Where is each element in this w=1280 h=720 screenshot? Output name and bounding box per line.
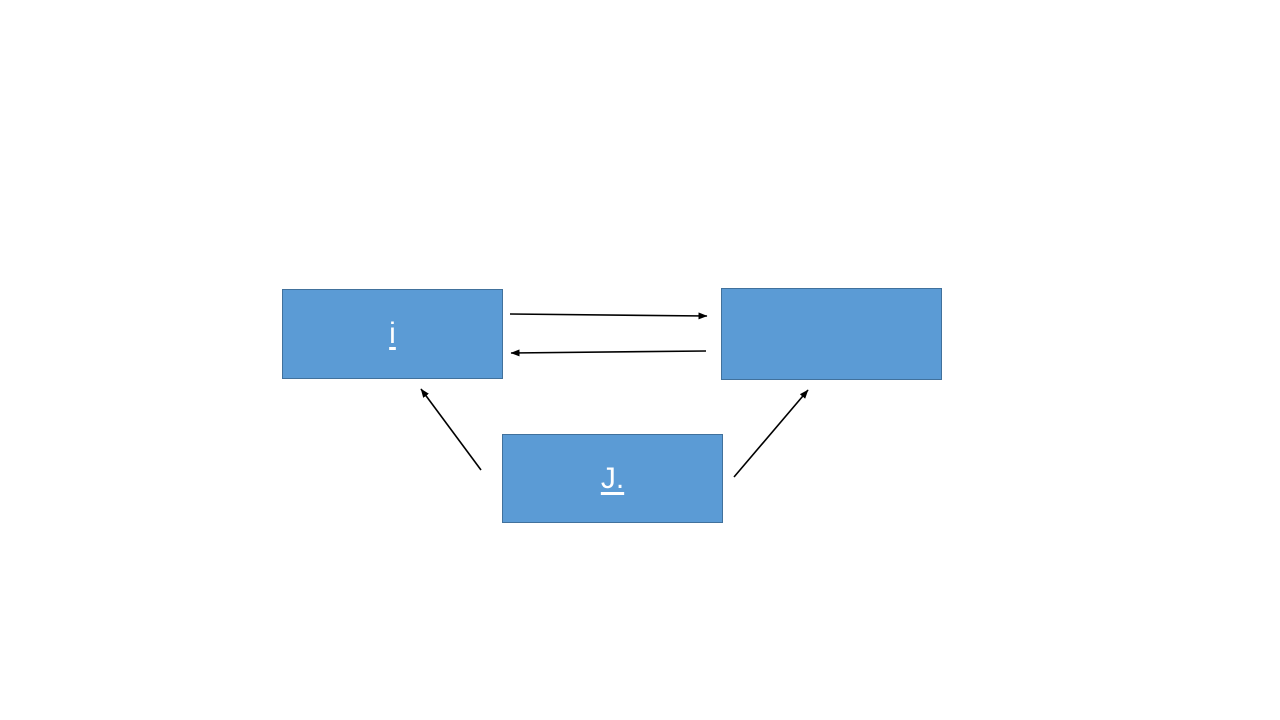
connector-box2-to-box1[interactable] [510, 349, 707, 357]
process-box-3-label: J. [600, 461, 625, 495]
connector-box1-to-box2[interactable] [509, 312, 708, 320]
connector-box3-to-box2[interactable] [733, 389, 809, 478]
connector-box3-to-box1[interactable] [420, 388, 482, 471]
process-box-1-label: i [389, 317, 396, 350]
process-box-2[interactable] [721, 288, 942, 380]
process-box-3[interactable]: J. [502, 434, 723, 523]
process-box-1[interactable]: i [282, 289, 503, 379]
